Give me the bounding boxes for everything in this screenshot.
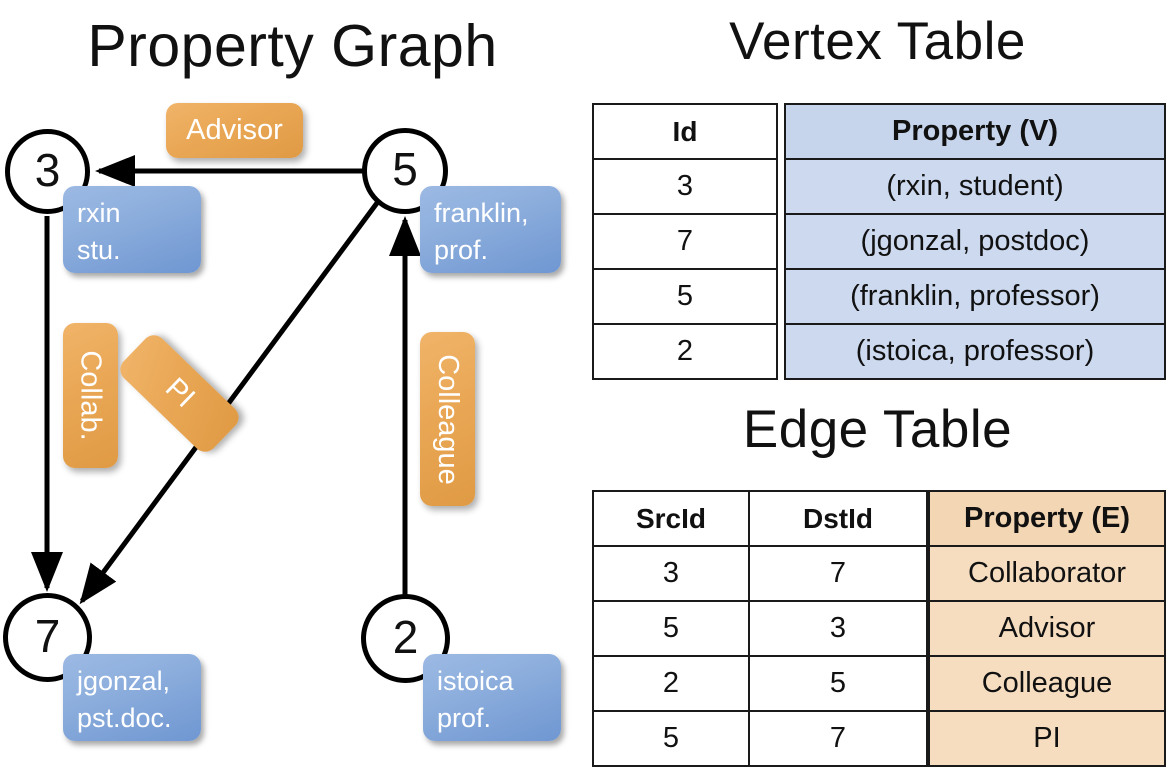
vertex-callout-3-line2: stu. — [77, 235, 121, 265]
edge-table-id-columns: SrcId DstId 3 7 5 3 2 5 5 7 — [592, 490, 928, 767]
vertex-callout-7-line2: pst.doc. — [77, 703, 172, 733]
table-row[interactable]: 3 7 — [592, 545, 928, 602]
vertex-property-cell: (jgonzal, postdoc) — [784, 213, 1166, 270]
table-row[interactable]: Collaborator — [928, 545, 1166, 602]
table-row[interactable]: Colleague — [928, 655, 1166, 712]
vertex-table-header-id: Id — [592, 103, 778, 160]
edge-property-cell: PI — [928, 710, 1166, 767]
graph-node-3-label: 3 — [34, 143, 61, 196]
page-title-edge-table: Edge Table — [742, 400, 1013, 459]
graph-node-7-label: 7 — [34, 609, 61, 662]
vertex-callout-5[interactable]: franklin, prof. — [420, 186, 561, 273]
table-row[interactable]: (franklin, professor) — [784, 268, 1166, 325]
table-row[interactable]: 5 3 — [592, 600, 928, 657]
edge-label-advisor[interactable]: Advisor — [166, 103, 303, 158]
edge-label-colleague[interactable]: Colleague — [420, 332, 475, 506]
table-row[interactable]: (istoica, professor) — [784, 323, 1166, 380]
edge-property-cell: Collaborator — [928, 545, 1166, 602]
edge-label-advisor-text: Advisor — [186, 114, 283, 146]
edge-dstid-cell: 3 — [748, 600, 928, 657]
edge-table-property-column: Property (E) Collaborator Advisor Collea… — [928, 490, 1166, 767]
vertex-callout-5-line2: prof. — [434, 235, 489, 265]
vertex-id-cell: 5 — [592, 268, 778, 325]
vertex-callout-5-line1: franklin, — [434, 198, 529, 228]
edge-srcid-cell: 3 — [592, 545, 750, 602]
table-row[interactable]: (jgonzal, postdoc) — [784, 213, 1166, 270]
edge-label-pi-text: PI — [158, 372, 201, 415]
graph-node-5-label: 5 — [392, 143, 418, 195]
vertex-property-cell: (istoica, professor) — [784, 323, 1166, 380]
vertex-property-cell: (rxin, student) — [784, 158, 1166, 215]
edge-table-header-srcid: SrcId — [592, 490, 750, 547]
table-row[interactable]: 3 — [592, 158, 778, 215]
edge-table-header-property: Property (E) — [928, 490, 1166, 547]
table-header-row: Id — [592, 103, 778, 160]
vertex-callout-2[interactable]: istoica prof. — [423, 654, 561, 741]
edge-srcid-cell: 5 — [592, 600, 750, 657]
edge-srcid-cell: 2 — [592, 655, 750, 712]
table-row[interactable]: PI — [928, 710, 1166, 767]
vertex-table-property-column: Property (V) (rxin, student) (jgonzal, p… — [784, 103, 1166, 380]
table-row[interactable]: (rxin, student) — [784, 158, 1166, 215]
table-header-row: Property (V) — [784, 103, 1166, 160]
vertex-callout-7-line1: jgonzal, — [77, 666, 171, 696]
edge-label-collab[interactable]: Collab. — [63, 323, 118, 468]
table-row[interactable]: 2 — [592, 323, 778, 380]
edge-table-header-dstid: DstId — [748, 490, 928, 547]
edge-srcid-cell: 5 — [592, 710, 750, 767]
graph-node-2[interactable]: 2 — [361, 594, 450, 683]
table-row[interactable]: 7 — [592, 213, 778, 270]
edge-arrow-5-to-7 — [79, 201, 380, 605]
edge-label-colleague-text: Colleague — [432, 353, 465, 485]
vertex-callout-3-line1: rxin — [77, 198, 121, 228]
vertex-id-cell: 7 — [592, 213, 778, 270]
table-row[interactable]: 5 — [592, 268, 778, 325]
page-title-vertex-table: Vertex Table — [729, 12, 1026, 71]
table-header-row: SrcId DstId — [592, 490, 928, 547]
vertex-callout-2-line1: istoica — [437, 666, 514, 696]
page-title-property-graph: Property Graph — [87, 13, 498, 79]
vertex-property-cell: (franklin, professor) — [784, 268, 1166, 325]
table-row[interactable]: 5 7 — [592, 710, 928, 767]
vertex-table-id-column: Id 3 7 5 2 — [592, 103, 778, 380]
graph-node-5[interactable]: 5 — [362, 128, 448, 214]
graph-node-2-label: 2 — [392, 610, 419, 663]
vertex-callout-2-line2: prof. — [437, 703, 492, 733]
graph-edges-canvas — [31, 155, 421, 605]
edge-dstid-cell: 5 — [748, 655, 928, 712]
vertex-callout-7[interactable]: jgonzal, pst.doc. — [63, 654, 201, 741]
vertex-id-cell: 3 — [592, 158, 778, 215]
table-row[interactable]: 2 5 — [592, 655, 928, 712]
vertex-id-cell: 2 — [592, 323, 778, 380]
edge-property-cell: Colleague — [928, 655, 1166, 712]
edge-dstid-cell: 7 — [748, 545, 928, 602]
table-header-row: Property (E) — [928, 490, 1166, 547]
edge-label-collab-text: Collab. — [75, 350, 107, 441]
table-row[interactable]: Advisor — [928, 600, 1166, 657]
edge-dstid-cell: 7 — [748, 710, 928, 767]
vertex-table-header-property: Property (V) — [784, 103, 1166, 160]
edge-property-cell: Advisor — [928, 600, 1166, 657]
vertex-callout-3[interactable]: rxin stu. — [63, 186, 201, 273]
